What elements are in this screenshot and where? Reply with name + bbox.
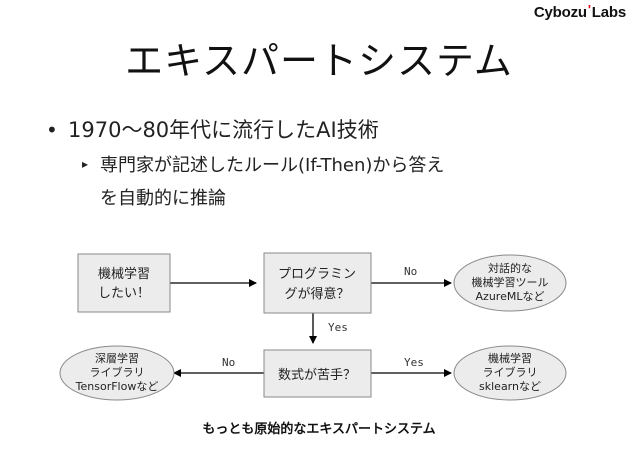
sub-bullet-triangle-icon: ▸ — [82, 157, 89, 171]
edge-label-q2-yes: Yes — [404, 356, 424, 369]
logo-tick-icon: ' — [587, 2, 591, 17]
flow-node-ml-line3: sklearnなど — [479, 380, 541, 393]
flow-node-q2-line1: 数式が苦手？ — [278, 367, 356, 383]
flow-node-deep-line3: TensorFlowなど — [75, 380, 159, 393]
flow-node-interactive-line3: AzureMLなど — [476, 290, 545, 303]
bullet-item-2-line2: を自動的に推論 — [100, 188, 226, 209]
flow-node-ml-library: 機械学習 ライブラリ sklearnなど — [453, 345, 567, 401]
flow-node-q1-line1: プログラミン — [278, 267, 356, 282]
flow-node-q1: プログラミン グが得意？ — [263, 252, 372, 314]
cybozu-labs-logo: Cybozu'Labs — [533, 2, 626, 21]
edge-label-q1-yes: Yes — [328, 321, 348, 334]
flow-node-q2: 数式が苦手？ — [263, 349, 372, 398]
flow-node-ml-line2: ライブラリ — [483, 365, 538, 379]
bullet-dot-icon: • — [46, 118, 58, 142]
edge-label-q2-no: No — [222, 356, 235, 369]
bullet-item-1: • 1970～80年代に流行したAI技術 — [46, 114, 379, 144]
flow-node-ml-line1: 機械学習 — [488, 351, 532, 365]
bullet-item-2: ▸ 専門家が記述したルール(If-Then)から答え を自動的に推論 — [82, 150, 582, 214]
flow-node-interactive-line2: 機械学習ツール — [472, 275, 549, 289]
bullet-item-1-text: 1970～80年代に流行したAI技術 — [68, 118, 379, 142]
logo-suffix: Labs — [591, 4, 626, 21]
logo-brand: Cybozu — [533, 4, 587, 21]
slide-title: エキスパートシステム — [125, 39, 513, 83]
bullet-item-2-line1: 専門家が記述したルール(If-Then)から答え — [100, 155, 445, 176]
flowchart-caption: もっとも原始的なエキスパートシステム — [202, 422, 436, 437]
edge-label-q1-no: No — [404, 265, 417, 278]
flow-node-q1-line2: グが得意？ — [284, 286, 349, 302]
flow-node-start-line2: したい！ — [98, 286, 150, 301]
flow-node-deep-line2: ライブラリ — [90, 365, 145, 379]
flow-node-start-line1: 機械学習 — [98, 266, 150, 282]
flow-node-interactive-line1: 対話的な — [488, 261, 532, 275]
flow-node-start: 機械学習 したい！ — [77, 253, 171, 313]
flow-node-deep-line1: 深層学習 — [95, 351, 139, 365]
flow-node-interactive-tool: 対話的な 機械学習ツール AzureMLなど — [453, 254, 567, 312]
flow-node-deep-learning: 深層学習 ライブラリ TensorFlowなど — [59, 345, 175, 401]
